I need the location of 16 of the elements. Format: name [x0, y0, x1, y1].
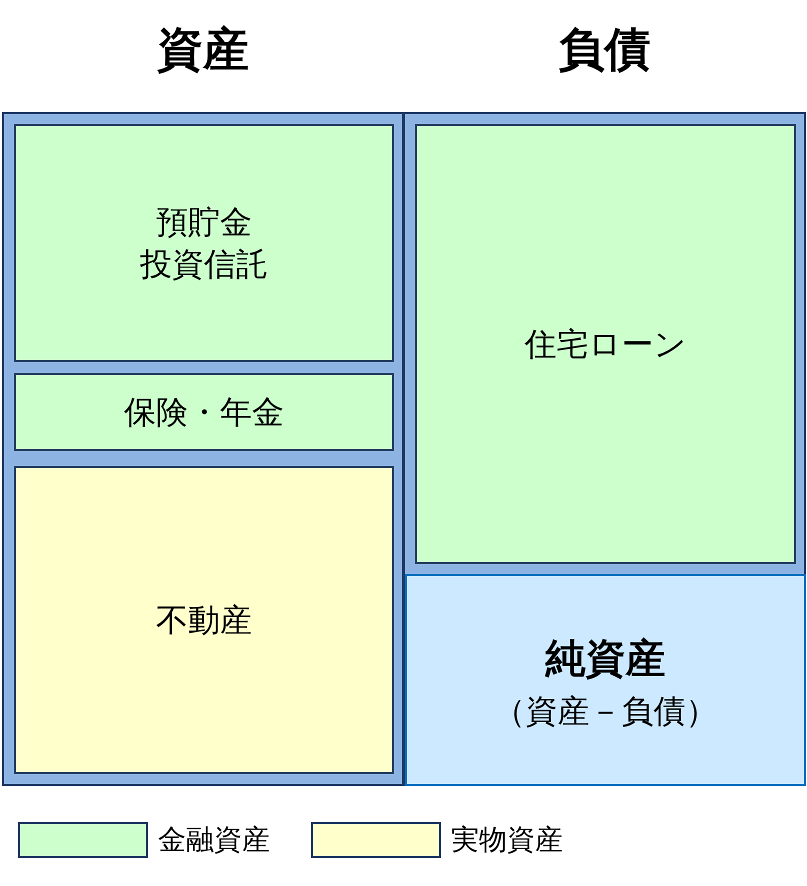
item-box: [14, 466, 394, 774]
item-label: 住宅ローン: [524, 324, 688, 365]
item-label: （資産－負債）: [492, 691, 718, 732]
item-title: 純資産: [544, 635, 666, 684]
legend-label: 金融資産: [158, 822, 270, 858]
column-heading: 負債: [558, 21, 652, 78]
column-heading: 資産: [156, 21, 250, 78]
item-label: 投資信託: [139, 244, 269, 285]
item-label: 不動産: [155, 600, 253, 641]
item-label: 保険・年金: [123, 392, 285, 433]
item-box: [14, 124, 394, 362]
item-box: [405, 574, 806, 786]
item-box: [415, 124, 796, 564]
legend-label: 実物資産: [451, 822, 563, 858]
item-box: [14, 373, 394, 451]
item-label: 預貯金: [155, 202, 253, 243]
